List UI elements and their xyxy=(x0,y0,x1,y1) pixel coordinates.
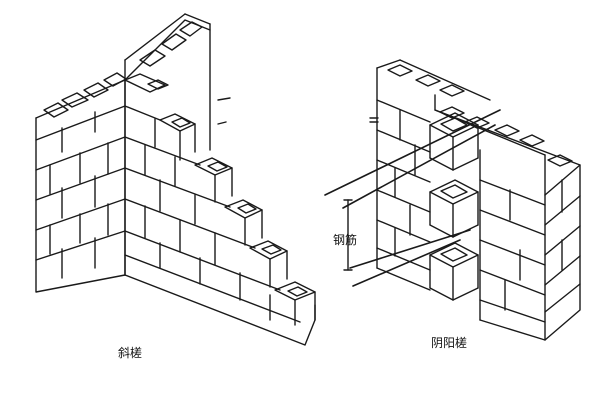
step-blocks xyxy=(124,73,316,326)
corner-toothing-wall xyxy=(324,59,581,341)
toothing-blocks xyxy=(429,112,479,301)
rebar-lines xyxy=(324,109,501,287)
label-rebar: 钢筋 xyxy=(333,233,358,247)
stepped-toothing-wall xyxy=(35,13,316,346)
caption-corner-toothing: 阴阳槎 xyxy=(431,336,468,350)
caption-stepped-toothing: 斜槎 xyxy=(118,346,143,360)
